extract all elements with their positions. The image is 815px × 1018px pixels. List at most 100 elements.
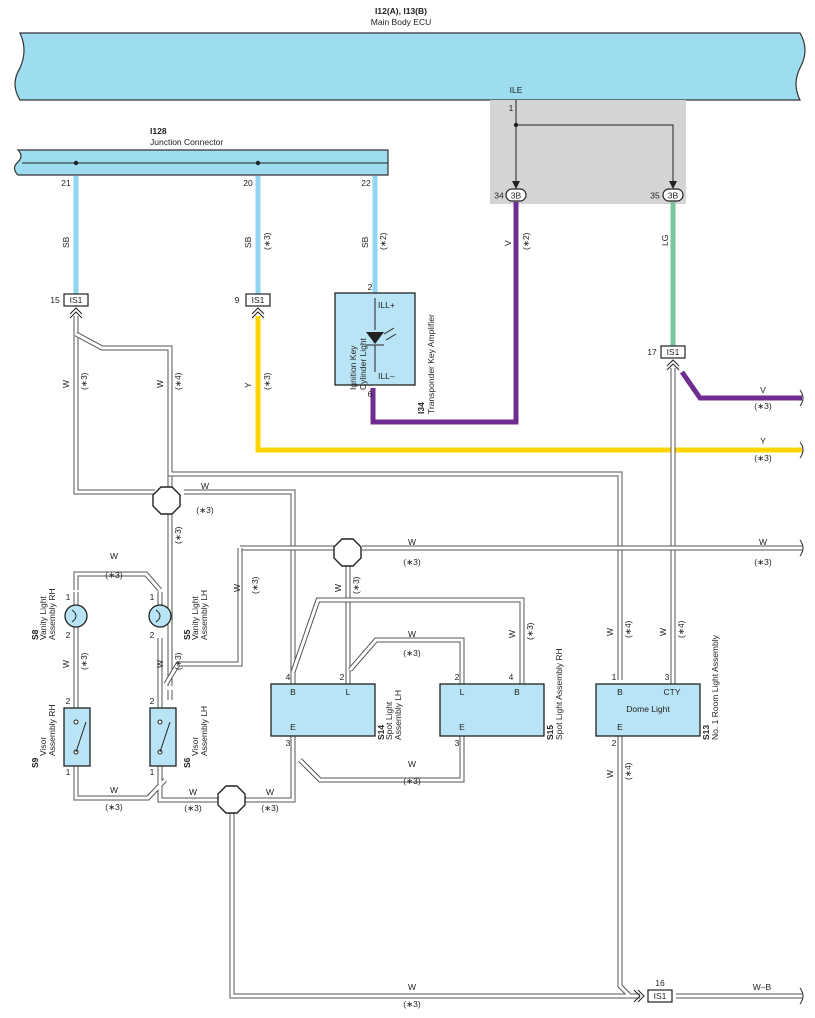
s5-code: S5 <box>182 629 192 640</box>
visor-switch-lh: 2 1 S6 Visor Assembly LH <box>149 696 209 777</box>
junction-code: I128 <box>150 126 167 136</box>
s13-code: S13 <box>701 725 711 740</box>
s5-pin1: 1 <box>150 592 155 602</box>
s6-line2: Assembly LH <box>199 706 209 756</box>
lbl-n3-vanity: (∗3) <box>105 570 123 580</box>
white-wires <box>73 316 802 999</box>
junction-pin-20: 20 <box>243 178 253 188</box>
amp-name: Transponder Key Amplifier <box>426 314 436 414</box>
lbl-w-s5up: W <box>155 380 165 388</box>
lbl-n3-y-right: (∗3) <box>754 453 772 463</box>
s13-line1: No. 1 Room Light Assembly <box>710 634 720 740</box>
is1-pin-9: 9 <box>235 295 240 305</box>
s14-pin4: 4 <box>286 672 291 682</box>
bulb-icon <box>155 609 161 623</box>
switch-icon <box>159 721 171 753</box>
lbl-y-9: Y <box>243 382 253 388</box>
lbl-w-vanity: W <box>110 551 118 561</box>
lbl-n4-s13e: (∗4) <box>623 762 633 780</box>
s14-e: E <box>290 722 296 732</box>
bulb-icon <box>71 609 77 623</box>
lbl-wb: W–B <box>753 982 772 992</box>
junction-connector: I128 Junction Connector 21 20 22 <box>13 126 389 188</box>
lbl-v-34: V <box>503 240 513 246</box>
lbl-n3-spot: (∗3) <box>403 648 421 658</box>
s9-pin1: 1 <box>66 767 71 777</box>
lbl-w-s14e: W <box>266 787 274 797</box>
s15-b: B <box>514 687 520 697</box>
junction-name: Junction Connector <box>150 137 223 147</box>
s6-pin2: 2 <box>150 696 155 706</box>
amp-inner-line1: Ignition Key <box>348 345 358 390</box>
s6-line1: Visor <box>190 737 200 756</box>
lbl-n2-34: (∗2) <box>521 232 531 250</box>
lbl-w-s13e: W <box>605 770 615 778</box>
lbl-n3-spot-e: (∗3) <box>403 776 421 786</box>
ecu-name: Main Body ECU <box>371 17 431 27</box>
lbl-v-right: V <box>760 385 766 395</box>
amp-ill-minus: ILL– <box>378 371 395 381</box>
lbl-n4-s13cty: (∗4) <box>676 620 686 638</box>
wire-labels-horizontal: V (∗3) Y (∗3) W (∗3) W (∗3) W (∗3) W (∗3… <box>105 385 772 1009</box>
s5-pin2: 2 <box>150 630 155 640</box>
s13-inner: Dome Light <box>626 704 670 714</box>
splice-1 <box>152 486 181 515</box>
s15-pin4: 4 <box>509 672 514 682</box>
connector-is1-16: IS1 16 <box>633 978 673 1003</box>
s14-pin3: 3 <box>286 738 291 748</box>
s5-line2: Assembly LH <box>199 590 209 640</box>
switch-icon <box>75 721 87 753</box>
is1-15-label: IS1 <box>70 295 83 305</box>
is1-pin-16: 16 <box>655 978 665 988</box>
conn-3b-label-right: 3B <box>668 191 679 201</box>
lbl-w-s15b: W <box>507 630 517 638</box>
ecu-conn-3b-right <box>662 188 684 202</box>
lbl-n3-s14e: (∗3) <box>261 803 279 813</box>
lbl-n3-20: (∗3) <box>262 232 272 250</box>
s14-b: B <box>290 687 296 697</box>
s15-pin3: 3 <box>455 738 460 748</box>
is1-9-label: IS1 <box>252 295 265 305</box>
lbl-n3-s5mid: (∗3) <box>173 526 183 544</box>
wire-v-34 <box>370 202 519 425</box>
lbl-n3-s5: (∗3) <box>173 652 183 670</box>
lbl-w-visorlh: W <box>232 584 242 592</box>
s9-code: S9 <box>30 757 40 768</box>
s8-line1: Vanity Light <box>38 596 48 640</box>
ecu-pin-ile: ILE <box>510 85 523 95</box>
is1-17-label: IS1 <box>667 347 680 357</box>
lbl-w-spot: W <box>408 629 416 639</box>
lbl-w-spot-e: W <box>408 759 416 769</box>
vanity-light-rh: 1 2 S8 Vanity Light Assembly RH <box>30 589 88 640</box>
ecu-internal-area <box>490 100 686 204</box>
lbl-w-visorlh-b: W <box>189 787 197 797</box>
lbl-w-15: W <box>61 380 71 388</box>
s13-pin3: 3 <box>665 672 670 682</box>
connector-is1-17: IS1 17 <box>647 345 686 371</box>
visor-switch-rh: 2 1 S9 Visor Assembly RH <box>30 696 91 777</box>
lbl-y-right: Y <box>760 436 766 446</box>
spot-light-lh: B L E 4 2 3 S14 Spot Light Assembly LH <box>270 672 403 748</box>
s8-line2: Assembly RH <box>47 589 57 640</box>
s13-cty: CTY <box>664 687 681 697</box>
vanity-light-lh: 1 2 S5 Vanity Light Assembly LH <box>148 590 209 640</box>
lbl-n3-s15b: (∗3) <box>525 622 535 640</box>
s9-line1: Visor <box>38 737 48 756</box>
lbl-w-mid-right: W <box>759 537 767 547</box>
lbl-n3-top: (∗3) <box>196 505 214 515</box>
s15-pin2: 2 <box>455 672 460 682</box>
splice-3 <box>217 785 246 814</box>
s13-e: E <box>617 722 623 732</box>
spot-light-rh: L B E 2 4 3 S15 Spot Light Assembly RH <box>439 648 564 748</box>
led-icon <box>366 332 384 344</box>
s13-pin2: 2 <box>612 738 617 748</box>
ecu-junction-dot <box>513 122 519 128</box>
is1-16-label: IS1 <box>654 991 667 1001</box>
amp-inner-line2: Cylinder Light <box>358 337 368 390</box>
s8-pin2: 2 <box>66 630 71 640</box>
junction-pin-21: 21 <box>61 178 71 188</box>
lbl-sb-20: SB <box>243 236 253 248</box>
wire-v-right <box>679 370 802 401</box>
lbl-w-s5: W <box>155 660 165 668</box>
